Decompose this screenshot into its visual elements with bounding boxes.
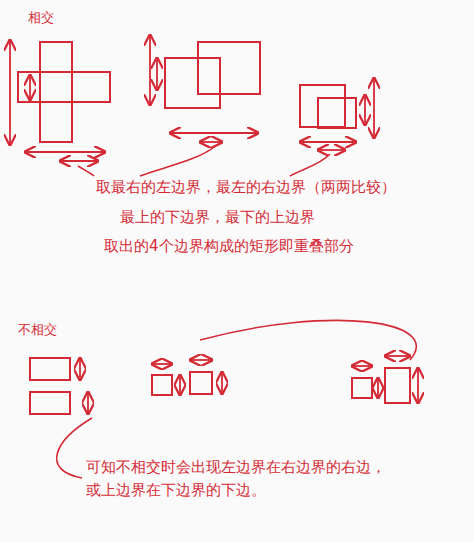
note-text: 取最右的左边界，最左的右边界（两两比较）	[96, 176, 396, 199]
rectangle-sketch	[300, 85, 345, 127]
rectangle-sketch	[30, 392, 70, 414]
double-arrow	[373, 78, 375, 138]
note-text: 不相交	[18, 320, 57, 340]
double-arrow	[25, 151, 105, 153]
note-text: 最上的下边界，最下的上边界	[120, 206, 315, 229]
double-arrow	[149, 35, 151, 105]
leader-curve	[140, 146, 215, 176]
rectangle-sketch	[385, 368, 410, 403]
double-arrow	[352, 365, 372, 367]
double-arrow	[79, 358, 81, 380]
rectangle-sketch	[198, 42, 260, 94]
double-arrow	[318, 149, 345, 151]
double-arrow	[152, 363, 172, 365]
rectangle-sketch	[30, 358, 70, 380]
double-arrow	[190, 359, 212, 361]
rectangle-sketch	[40, 42, 72, 142]
double-arrow	[364, 95, 366, 125]
double-arrow	[377, 378, 379, 398]
double-arrow	[179, 375, 181, 395]
leader-curve	[78, 166, 94, 176]
note-text: 取出的4个边界构成的矩形即重叠部分	[104, 235, 354, 258]
double-arrow	[417, 368, 419, 403]
double-arrow	[200, 141, 222, 143]
double-arrow	[9, 40, 11, 145]
rectangle-sketch	[318, 98, 356, 128]
double-arrow	[29, 75, 31, 100]
note-text: 可知不相交时会出现左边界在右边界的右边， 或上边界在下边界的下边。	[86, 456, 398, 501]
double-arrow	[87, 392, 89, 414]
double-arrow	[300, 141, 356, 143]
rectangle-sketch	[152, 375, 172, 395]
rectangle-sketch	[352, 378, 372, 398]
double-arrow	[385, 355, 410, 357]
double-arrow	[60, 160, 98, 162]
rectangle-sketch	[190, 372, 212, 394]
rectangle-sketch	[165, 58, 220, 108]
leader-curve	[200, 320, 416, 360]
double-arrow	[156, 58, 158, 90]
double-arrow	[170, 132, 258, 134]
double-arrow	[221, 372, 223, 394]
rectangle-sketch	[18, 72, 110, 102]
note-text: 相交	[28, 8, 54, 28]
leader-curve	[290, 154, 330, 176]
